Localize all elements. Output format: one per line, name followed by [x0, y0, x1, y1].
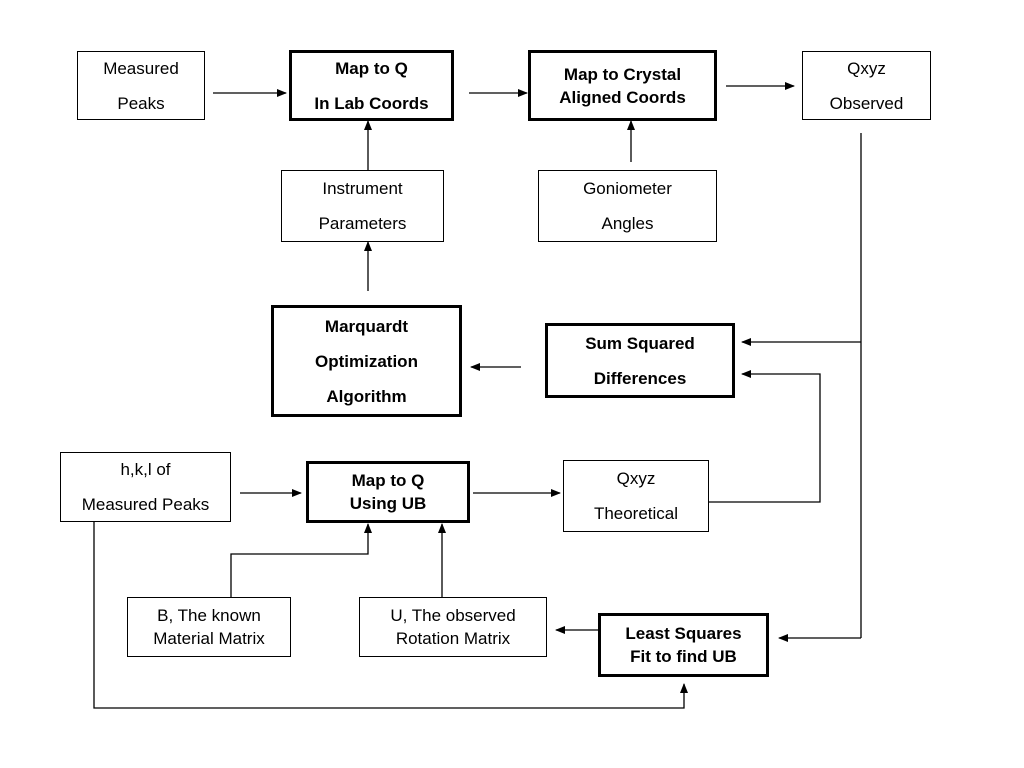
measured-peaks-line1: Measured	[103, 58, 179, 78]
qxyz-theoretical-box: Qxyz Theoretical	[563, 460, 709, 532]
map-to-crystal-line2: Aligned Coords	[559, 87, 686, 107]
b-matrix-line2: Material Matrix	[153, 629, 265, 648]
qxyz-observed-box: Qxyz Observed	[802, 51, 931, 120]
marquardt-line3: Algorithm	[326, 386, 407, 406]
goniometer-angles-line1: Goniometer	[583, 179, 672, 198]
instrument-parameters-box: Instrument Parameters	[281, 170, 444, 242]
sum-squared-line1: Sum Squared	[585, 333, 695, 353]
hkl-measured-line1: h,k,l of	[120, 460, 171, 479]
map-to-crystal-line1: Map to Crystal	[563, 64, 682, 84]
goniometer-angles-line2: Angles	[601, 214, 654, 233]
qxyz-observed-line2: Observed	[829, 93, 904, 113]
sum-squared-line2: Differences	[593, 368, 687, 388]
arrow-b-to-mapqub	[230, 523, 372, 597]
marquardt-box: Marquardt Optimization Algorithm	[271, 305, 462, 417]
map-to-q-lab-line2: In Lab Coords	[314, 93, 429, 113]
marquardt-line1: Marquardt	[324, 316, 409, 336]
least-squares-box: Least Squares Fit to find UB	[598, 613, 769, 677]
qxyz-theoretical-line1: Qxyz	[616, 469, 656, 488]
arrow-hkl-to-leastsq	[93, 522, 688, 709]
qxyz-theoretical-line2: Theoretical	[593, 504, 679, 523]
b-matrix-line1: B, The known	[157, 606, 261, 625]
marquardt-line2: Optimization	[315, 351, 418, 371]
hkl-measured-line2: Measured Peaks	[81, 495, 210, 514]
least-squares-line2: Fit to find UB	[630, 647, 737, 666]
instrument-parameters-line1: Instrument	[322, 179, 403, 198]
map-to-q-ub-box: Map to Q Using UB	[306, 461, 470, 523]
map-to-crystal-box: Map to Crystal Aligned Coords	[528, 50, 717, 121]
u-matrix-line2: Rotation Matrix	[395, 629, 511, 648]
measured-peaks-line2: Peaks	[117, 93, 165, 113]
sum-squared-box: Sum Squared Differences	[545, 323, 735, 398]
u-matrix-box: U, The observed Rotation Matrix	[359, 597, 547, 657]
map-to-q-lab-box: Map to Q In Lab Coords	[289, 50, 454, 121]
hkl-measured-box: h,k,l of Measured Peaks	[60, 452, 231, 522]
qxyz-observed-line1: Qxyz	[847, 58, 886, 78]
b-matrix-box: B, The known Material Matrix	[127, 597, 291, 657]
goniometer-angles-box: Goniometer Angles	[538, 170, 717, 242]
map-to-q-ub-line1: Map to Q	[351, 471, 425, 490]
arrow-qtheo-to-sumsq	[709, 370, 821, 503]
least-squares-line1: Least Squares	[625, 624, 742, 643]
u-matrix-line1: U, The observed	[390, 606, 516, 625]
map-to-q-lab-line1: Map to Q	[335, 58, 408, 78]
map-to-q-ub-line2: Using UB	[349, 494, 427, 513]
measured-peaks-box: Measured Peaks	[77, 51, 205, 120]
instrument-parameters-line2: Parameters	[318, 214, 407, 233]
